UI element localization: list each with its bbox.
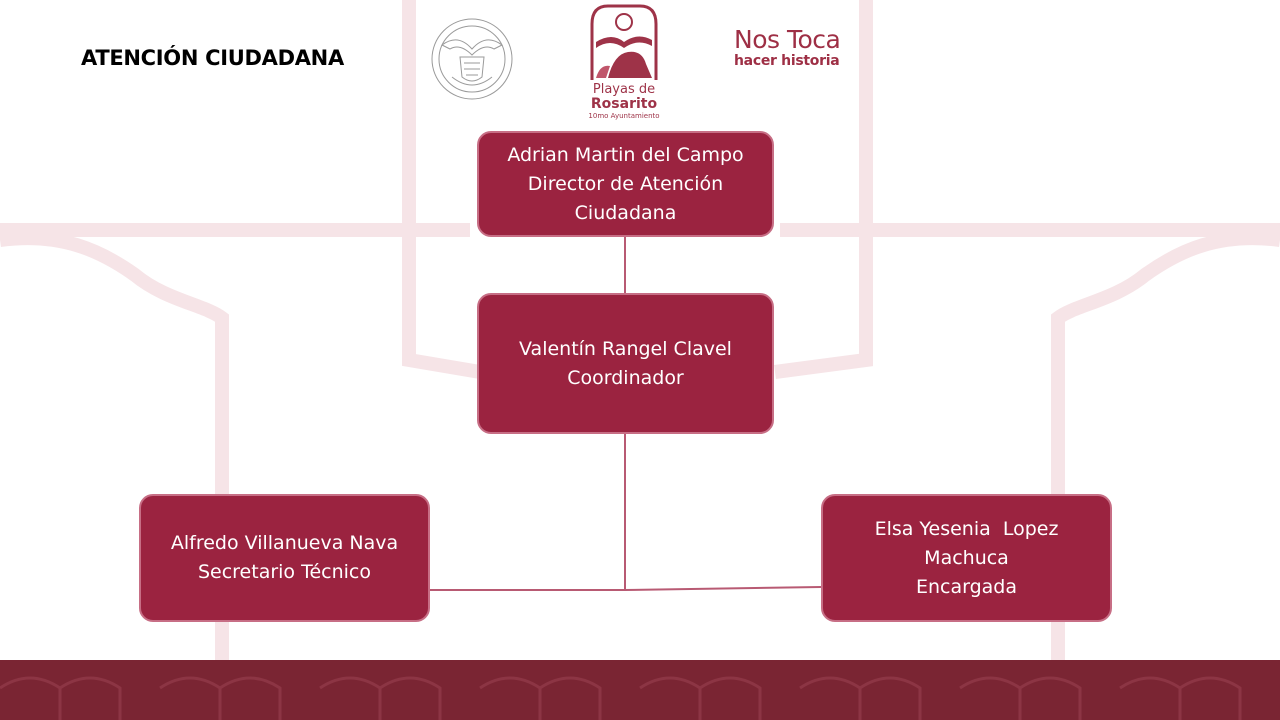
playas-rosarito-logo: Playas de Rosarito 10mo Ayuntamiento (572, 82, 676, 121)
playas-logo-line3: 10mo Ayuntamiento (588, 112, 660, 120)
secretary-role: Secretario Técnico (197, 561, 372, 583)
director-role-line2: Ciudadana (574, 201, 677, 224)
org-node-coordinator: Valentín Rangel Clavel Coordinador (477, 293, 774, 434)
page-title: ATENCIÓN CIUDADANA (81, 46, 344, 70)
playas-rosarito-logo-icon (590, 4, 658, 80)
footer-band (0, 660, 1280, 720)
manager-name-line2: Machuca (924, 546, 1009, 569)
connector-branch-right (624, 586, 822, 591)
municipal-seal-icon (431, 18, 513, 100)
manager-role: Encargada (915, 575, 1018, 598)
coordinator-name: Valentín Rangel Clavel (519, 337, 732, 360)
director-name: Adrian Martin del Campo (507, 143, 744, 166)
footer-pattern (0, 676, 1242, 720)
playas-logo-line2: Rosarito (590, 96, 658, 112)
org-node-director: Adrian Martin del Campo Director de Aten… (477, 131, 774, 237)
manager-name-line1: Elsa Yesenia Lopez (874, 517, 1059, 540)
playas-logo-line1: Playas de (592, 82, 656, 97)
nos-toca-line2: hacer historia (734, 53, 840, 69)
nos-toca-logo: Nos Toca hacer historia (734, 25, 841, 70)
director-role-line1: Director de Atención (527, 172, 724, 195)
secretary-name: Alfredo Villanueva Nava (170, 532, 399, 554)
org-node-secretary: Alfredo Villanueva Nava Secretario Técni… (139, 494, 430, 622)
org-node-manager: Elsa Yesenia Lopez Machuca Encargada (821, 494, 1112, 622)
nos-toca-line1: Nos Toca (734, 25, 841, 54)
coordinator-role: Coordinador (567, 366, 684, 389)
